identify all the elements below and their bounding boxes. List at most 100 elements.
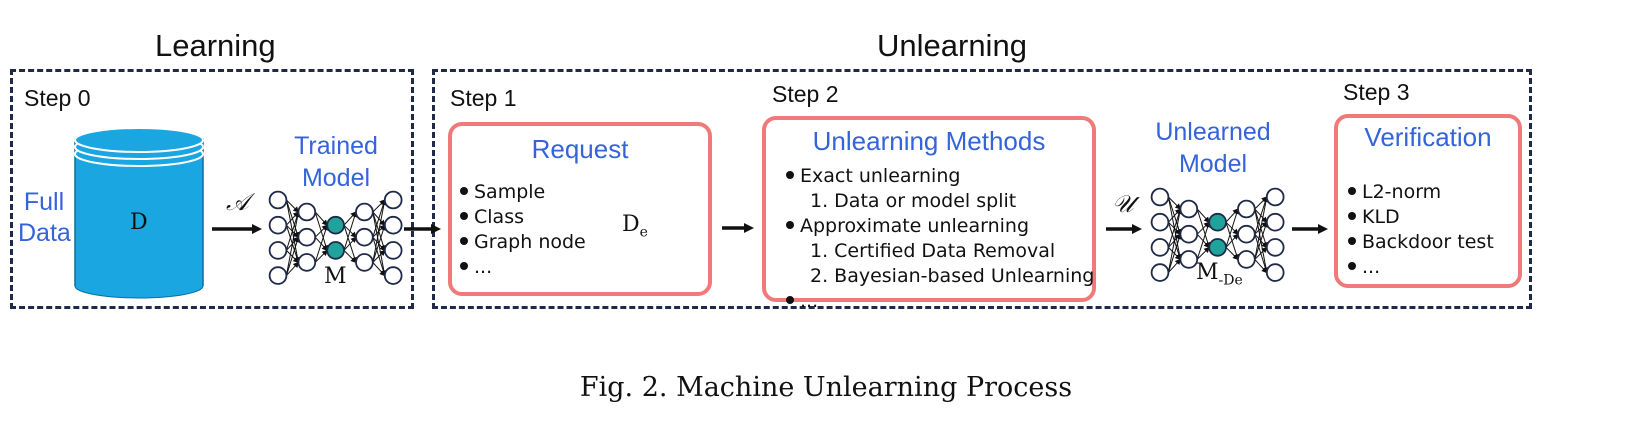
network-connection xyxy=(1168,258,1182,273)
unlearning-section-title: Unlearning xyxy=(877,28,1027,63)
algorithm-symbol: 𝒜 xyxy=(226,188,249,216)
network-neuron xyxy=(326,215,345,235)
verification-item-text: ... xyxy=(1362,256,1381,278)
network-connection xyxy=(343,236,357,251)
unlearning-group xyxy=(432,69,1532,309)
network-connection xyxy=(285,236,300,276)
request-item: ... xyxy=(460,255,586,280)
network-connection xyxy=(286,261,300,276)
verification-item-text: L2-norm xyxy=(1362,181,1442,203)
forget-set-label: De xyxy=(622,212,648,240)
network-connection xyxy=(1254,221,1269,260)
learning-section-title: Learning xyxy=(155,28,276,63)
methods-item-text: ... xyxy=(800,290,819,312)
network-neuron xyxy=(1265,187,1285,207)
network-connection xyxy=(1196,221,1211,260)
network-neuron xyxy=(1237,224,1256,244)
network-neuron xyxy=(383,266,403,285)
unlearned-model-label: Unlearned Model xyxy=(1146,116,1280,180)
network-connection xyxy=(343,250,357,264)
network-connection xyxy=(314,249,328,263)
step-1-label: Step 1 xyxy=(450,85,517,111)
request-item: Graph node xyxy=(460,230,586,255)
network-neuron xyxy=(1265,263,1285,282)
network-neuron xyxy=(1265,238,1285,257)
network-neuron xyxy=(297,253,317,272)
verification-item: L2-norm xyxy=(1348,180,1494,205)
unlearning-methods-title: Unlearning Methods xyxy=(812,126,1046,156)
network-connection xyxy=(1225,233,1239,248)
network-neuron xyxy=(268,241,288,260)
network-connection xyxy=(372,199,387,263)
bullet-icon xyxy=(460,261,468,270)
step-2-label: Step 2 xyxy=(772,81,839,107)
unlearned-model-line1: Unlearned xyxy=(1155,118,1271,146)
network-neuron xyxy=(1237,199,1256,219)
methods-item-text: Approximate unlearning xyxy=(800,215,1030,237)
bullet-icon xyxy=(1348,211,1356,220)
bullet-icon xyxy=(460,186,468,195)
request-item-text: ... xyxy=(474,256,493,278)
network-connection xyxy=(372,199,387,238)
verification-item: ... xyxy=(1348,255,1494,280)
request-item-text: Class xyxy=(474,206,524,228)
verification-title: Verification xyxy=(1364,122,1492,152)
network-connection xyxy=(1196,246,1210,260)
forget-set-subscript: e xyxy=(639,224,648,241)
network-neuron xyxy=(383,241,403,260)
bullet-icon xyxy=(460,236,468,245)
network-connection xyxy=(372,224,387,263)
network-neuron xyxy=(1265,212,1285,232)
network-connection xyxy=(286,199,300,213)
network-connection xyxy=(314,211,328,226)
network-neuron xyxy=(355,227,374,247)
request-box: Request Sample Class Graph node ... xyxy=(448,122,712,296)
step-0-label: Step 0 xyxy=(24,85,91,111)
verification-item: KLD xyxy=(1348,205,1494,230)
network-connection xyxy=(314,224,329,263)
trained-model-line1: Trained xyxy=(294,132,378,160)
trained-model-line2: Model xyxy=(301,164,371,192)
network-neuron xyxy=(1150,263,1170,282)
bullet-icon xyxy=(1348,261,1356,270)
network-neuron xyxy=(355,202,374,222)
network-connection xyxy=(1168,196,1182,210)
network-connection xyxy=(1254,196,1269,260)
network-neuron xyxy=(1150,212,1170,232)
network-connection xyxy=(343,211,358,251)
request-item-text: Sample xyxy=(474,181,546,203)
step-3-label: Step 3 xyxy=(1343,79,1410,105)
methods-item: ... xyxy=(786,289,1094,314)
network-connection xyxy=(372,249,386,263)
network-connection xyxy=(285,211,300,251)
forget-set-letter: D xyxy=(622,212,640,237)
network-connection xyxy=(372,262,386,277)
methods-item: 1. Certified Data Removal xyxy=(786,239,1094,264)
methods-item: Approximate unlearning xyxy=(786,214,1094,239)
bullet-icon xyxy=(1348,186,1356,195)
bullet-icon xyxy=(460,211,468,220)
network-neuron xyxy=(355,253,374,272)
network-neuron xyxy=(326,241,345,260)
network-neuron xyxy=(268,190,288,210)
methods-item: Exact unlearning xyxy=(786,164,1094,189)
full-data-line2: Data xyxy=(18,219,71,247)
network-neuron xyxy=(268,266,288,285)
methods-item-text: 1. Data or model split xyxy=(810,190,1017,212)
full-data-cylinder-icon xyxy=(74,127,204,299)
methods-item-text: 2. Bayesian-based Unlearning xyxy=(810,265,1095,287)
full-data-line1: Full xyxy=(23,188,65,216)
verification-box: Verification L2-norm KLD Backdoor test .… xyxy=(1334,114,1522,288)
network-neuron xyxy=(1179,199,1199,219)
unlearned-model-network-icon xyxy=(1150,187,1285,282)
verification-list: L2-norm KLD Backdoor test ... xyxy=(1348,180,1494,280)
full-data-label: Full Data xyxy=(18,187,71,249)
unlearning-operator-symbol: 𝒰 xyxy=(1112,190,1134,218)
request-item: Sample xyxy=(460,180,586,205)
request-item-text: Graph node xyxy=(474,231,586,253)
methods-item: 2. Bayesian-based Unlearning xyxy=(786,264,1094,289)
bullet-icon xyxy=(786,220,794,229)
